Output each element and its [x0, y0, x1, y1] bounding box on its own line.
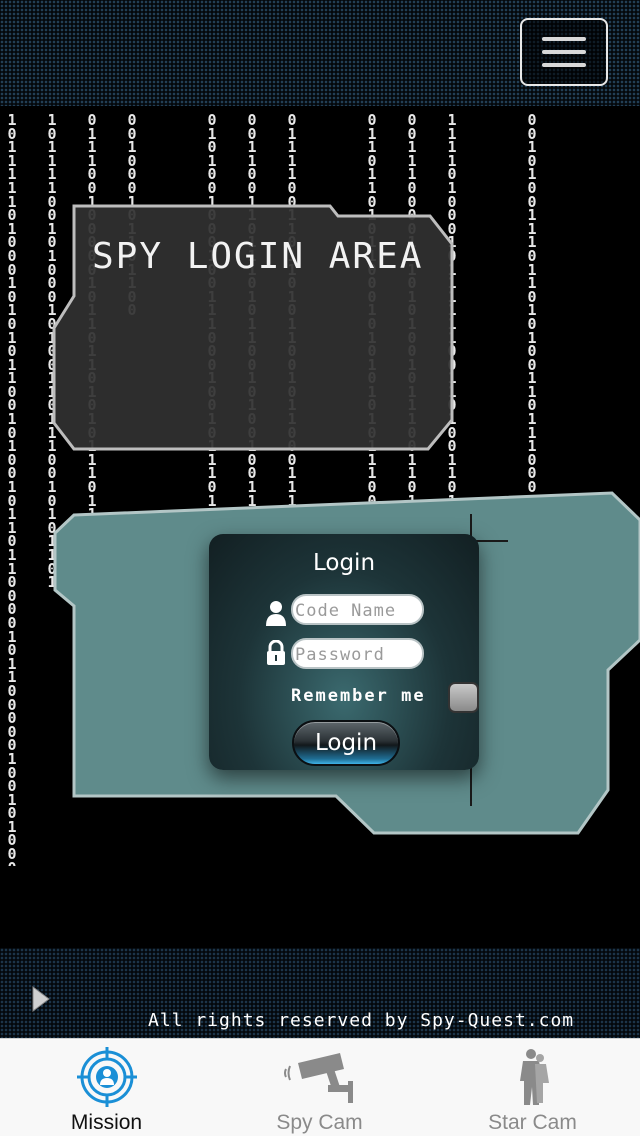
- tab-star-cam[interactable]: Star Cam: [426, 1039, 639, 1136]
- matrix-rain-column: 1 0 1 1 1 1 1 0 1 0 0 0 1 0 1 0 1 0 1 1 …: [7, 111, 17, 866]
- play-icon[interactable]: [32, 986, 50, 1012]
- remember-me-label: Remember me: [291, 686, 426, 706]
- target-icon: [76, 1047, 137, 1107]
- footer-band: [0, 948, 640, 1038]
- spy-login-title: SPY LOGIN AREA: [92, 236, 424, 277]
- hamburger-icon-line: [542, 50, 586, 54]
- tab-label-spy-cam: Spy Cam: [276, 1111, 363, 1134]
- tab-spy-cam[interactable]: Spy Cam: [213, 1039, 426, 1136]
- copyright-text: All rights reserved by Spy-Quest.com: [148, 1010, 575, 1031]
- tab-label-mission: Mission: [70, 1111, 143, 1134]
- login-form: Login Remember me Login: [209, 534, 479, 770]
- menu-button[interactable]: [520, 18, 608, 86]
- hamburger-icon-line: [542, 37, 586, 41]
- code-name-input[interactable]: [291, 594, 424, 625]
- login-button[interactable]: Login: [292, 720, 400, 766]
- security-camera-icon: [283, 1053, 353, 1103]
- user-icon: [266, 601, 286, 626]
- tab-bar: Mission Spy Cam Star Cam: [0, 1038, 640, 1136]
- spy-login-panel: [52, 204, 454, 451]
- remember-me-checkbox[interactable]: [448, 682, 479, 713]
- lock-icon: [267, 640, 285, 665]
- tab-label-star-cam: Star Cam: [488, 1111, 577, 1134]
- password-input[interactable]: [291, 638, 424, 669]
- person-silhouette-icon: [519, 1049, 549, 1105]
- login-heading: Login: [312, 550, 376, 576]
- matrix-rain-column: 1 0 1 1 1 1 0 0 1 0 1 0 0 0 1 0 1 0 0 1 …: [47, 111, 57, 592]
- hamburger-icon-line: [542, 63, 586, 67]
- tab-mission[interactable]: Mission: [0, 1039, 213, 1136]
